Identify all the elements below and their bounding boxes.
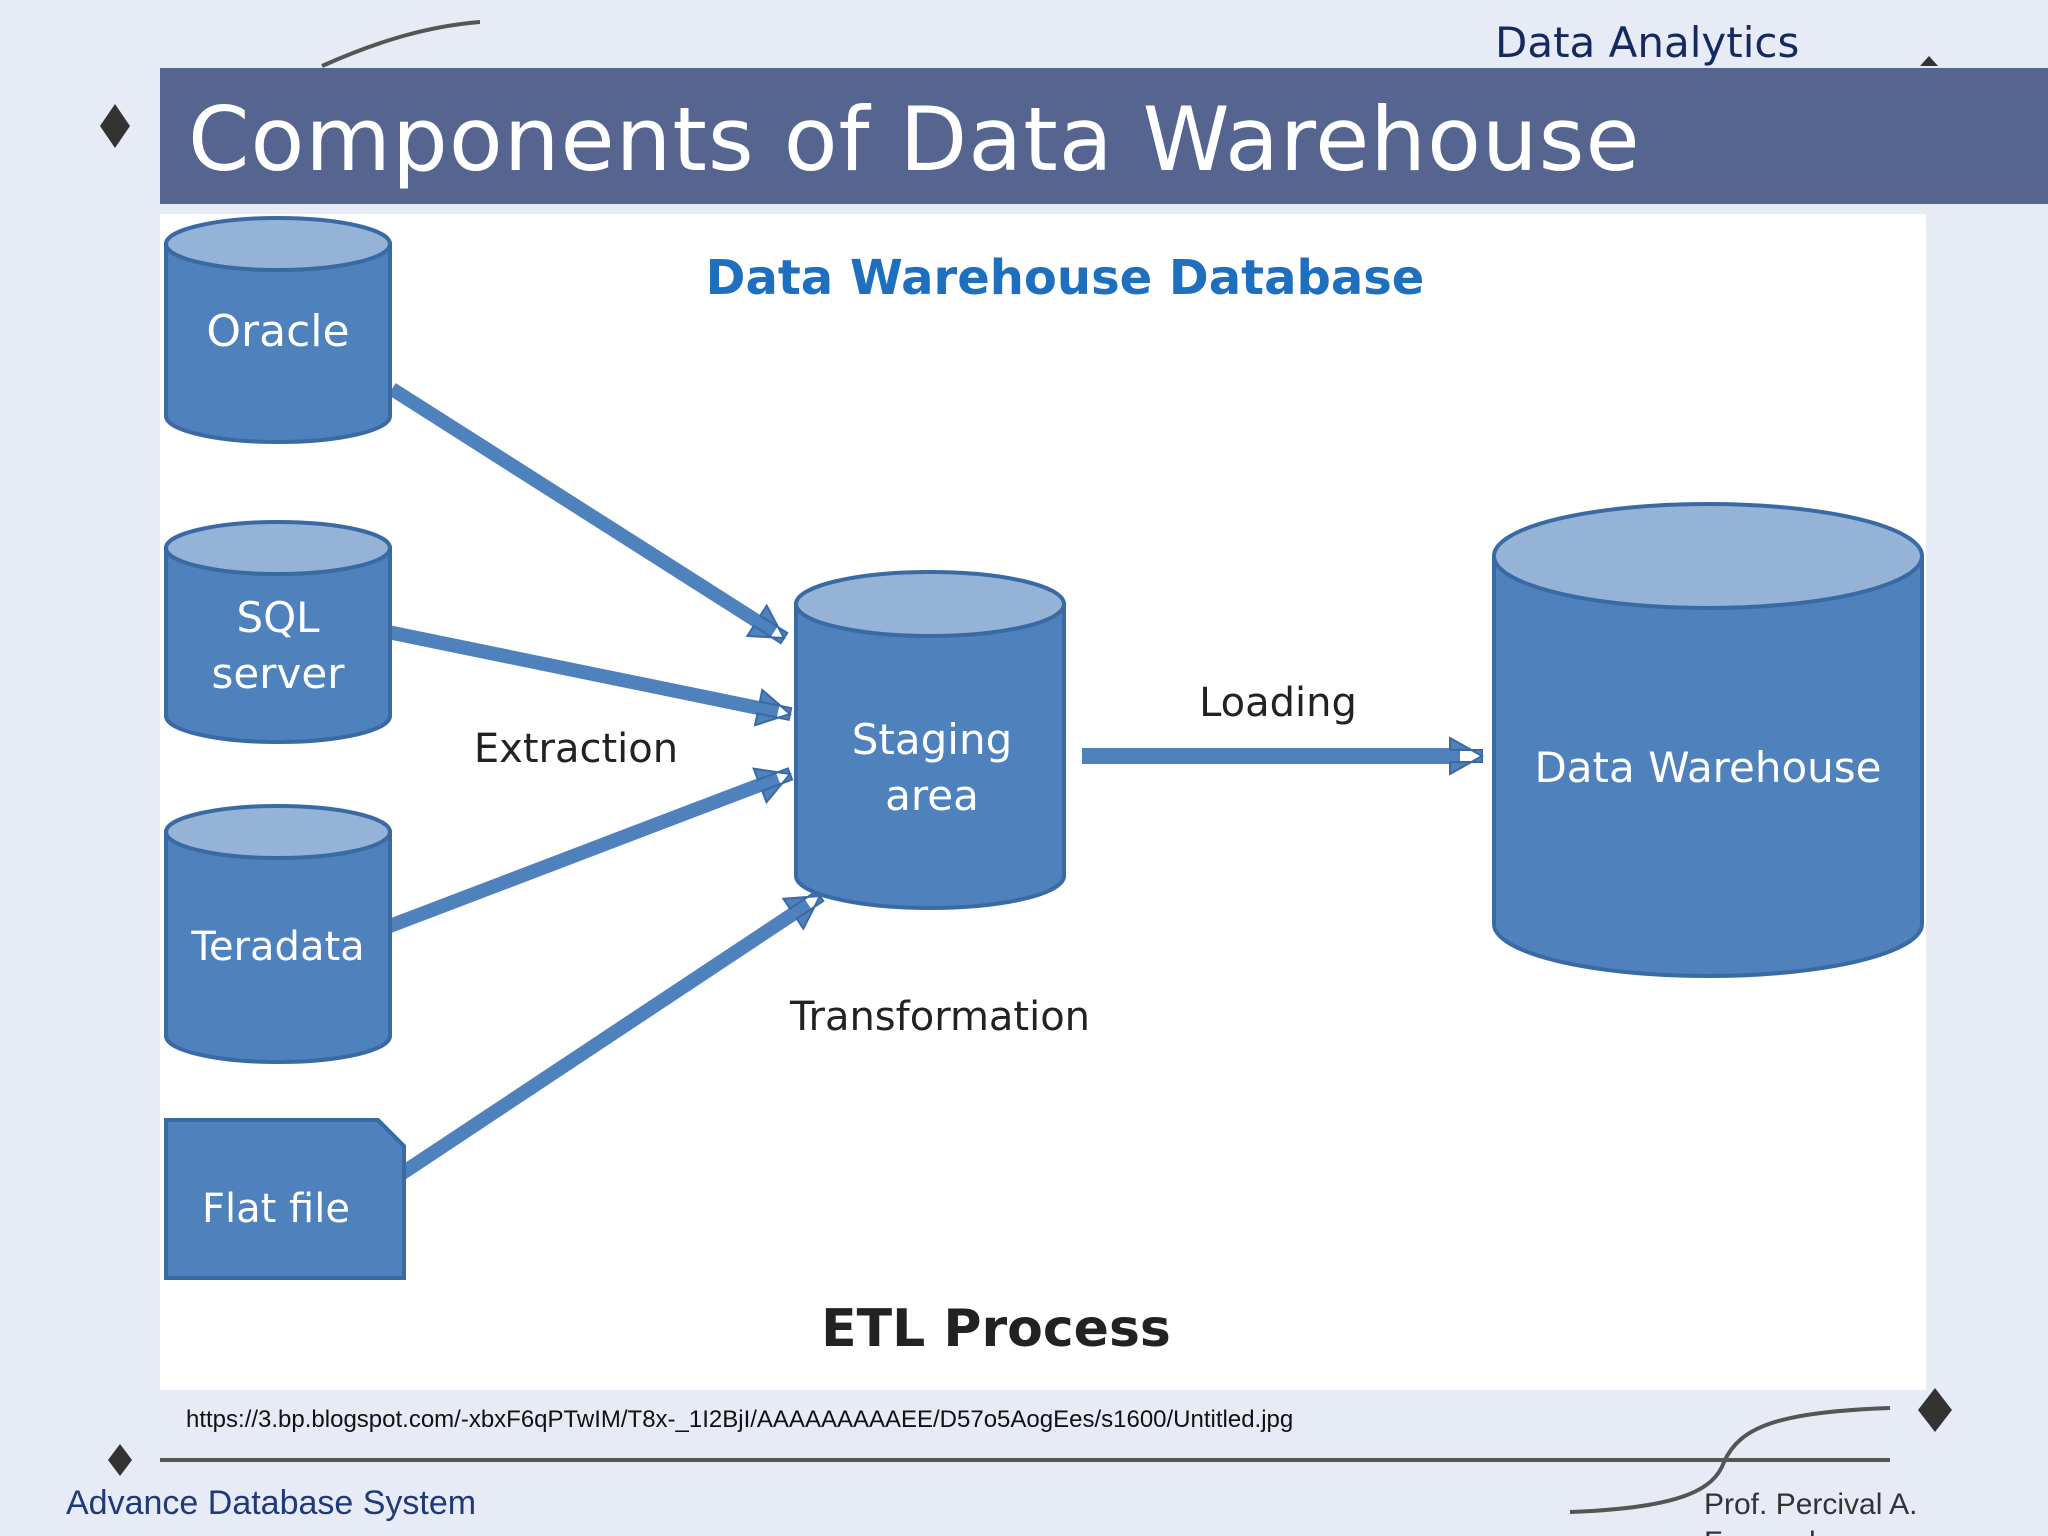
loading-label: Loading bbox=[1199, 680, 1357, 726]
footer-diamond-icon bbox=[108, 1444, 132, 1476]
oracle-label: Oracle bbox=[206, 306, 349, 357]
course-label: Data Analytics bbox=[1495, 18, 1800, 67]
transformation-label: Transformation bbox=[789, 994, 1090, 1040]
title-bar bbox=[160, 68, 2048, 204]
loading-arrow bbox=[1082, 737, 1483, 775]
teradata-label: Teradata bbox=[190, 924, 364, 970]
cylinder-staging-area: Staging area bbox=[794, 570, 1066, 910]
cylinder-data-warehouse: Data Warehouse bbox=[1492, 502, 1924, 978]
arrow-sql-to-staging bbox=[386, 625, 795, 733]
diagram-heading: Data Warehouse Database bbox=[706, 250, 1425, 306]
diamond-bullet-icon bbox=[100, 104, 130, 148]
warehouse-label: Data Warehouse bbox=[1534, 743, 1881, 792]
footer-author: Prof. Percival A. Fernandez bbox=[1704, 1488, 1918, 1536]
flat-file-label: Flat file bbox=[202, 1186, 350, 1232]
corner-diamond-icon-bottom bbox=[1918, 1388, 1952, 1432]
extraction-label: Extraction bbox=[474, 726, 678, 772]
source-url: https://3.bp.blogspot.com/-xbxF6qPTwIM/T… bbox=[186, 1406, 1294, 1433]
sql-label-line2: server bbox=[212, 649, 346, 698]
cylinder-teradata: Teradata bbox=[164, 804, 392, 1064]
bottom-curve-decoration bbox=[1569, 1406, 1891, 1514]
staging-label-line1: Staging bbox=[852, 715, 1012, 764]
arrow-teradata-to-staging bbox=[379, 756, 798, 936]
cylinder-sql-server: SQL server bbox=[164, 520, 392, 744]
corner-diamond-icon bbox=[1920, 56, 1938, 66]
extraction-arrows bbox=[379, 383, 831, 1182]
arrow-flatfile-to-staging bbox=[394, 880, 831, 1182]
diagram-panel: Data Warehouse Database bbox=[160, 214, 1926, 1390]
staging-label-line2: area bbox=[885, 771, 979, 820]
arrow-oracle-to-staging bbox=[388, 383, 795, 655]
sql-label-line1: SQL bbox=[236, 593, 320, 642]
diagram-caption: ETL Process bbox=[821, 1299, 1171, 1359]
flat-file-shape: Flat file bbox=[164, 1118, 406, 1280]
cylinder-oracle: Oracle bbox=[164, 216, 392, 444]
etl-diagram: Data Warehouse Database bbox=[164, 216, 1924, 1359]
slide-title: Components of Data Warehouse bbox=[188, 88, 1641, 191]
top-curve-decoration bbox=[321, 20, 481, 68]
footer-course-name: Advance Database System bbox=[66, 1484, 477, 1522]
